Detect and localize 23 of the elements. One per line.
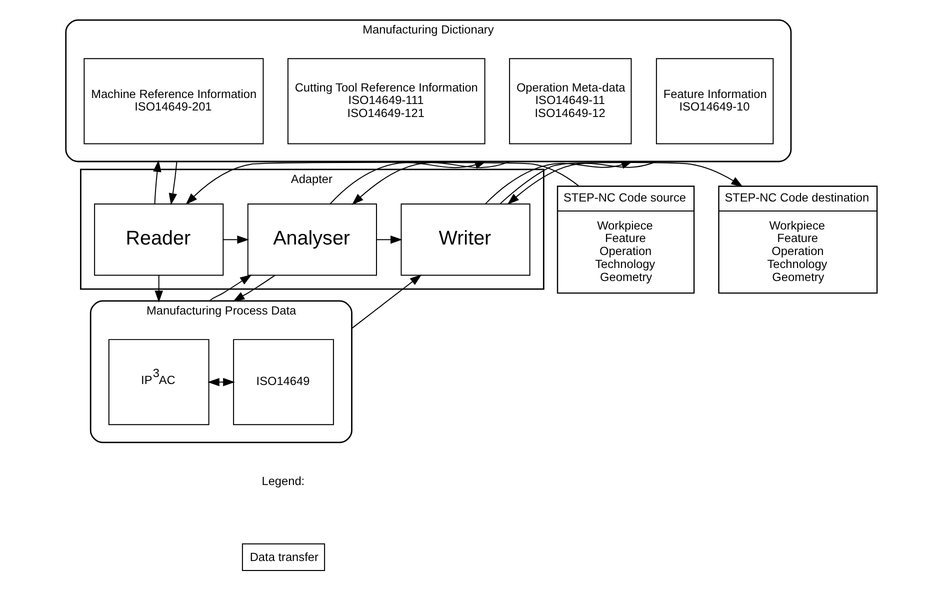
- arrow: [352, 161, 511, 205]
- arrow: [153, 160, 162, 204]
- arrow: [330, 160, 487, 204]
- label: Legend:: [262, 474, 305, 488]
- node-box: Writer: [400, 204, 530, 276]
- node-box: Machine Reference Information ISO14649-201: [84, 58, 264, 144]
- arrow: [168, 161, 178, 206]
- node-box: Feature Information ISO14649-10: [656, 58, 774, 144]
- arrow: [208, 378, 235, 386]
- node-box: Operation Meta-data ISO14649-11 ISO14649-12: [509, 58, 632, 144]
- arrow: [222, 236, 250, 244]
- node-box: Reader: [94, 204, 224, 276]
- legend-label: Data transfer: [250, 550, 318, 564]
- node-box: Cutting Tool Reference Information ISO14649-111 ISO14649-121: [287, 58, 486, 144]
- arrow: [186, 162, 580, 205]
- arrow: [208, 274, 252, 302]
- node-box: ISO14649: [233, 339, 334, 426]
- node-box: Analyser: [247, 204, 377, 276]
- arrow: [500, 162, 744, 204]
- arrow: [232, 274, 276, 302]
- arrow: [351, 274, 422, 329]
- arrow: [376, 236, 402, 244]
- arrow: [154, 274, 164, 302]
